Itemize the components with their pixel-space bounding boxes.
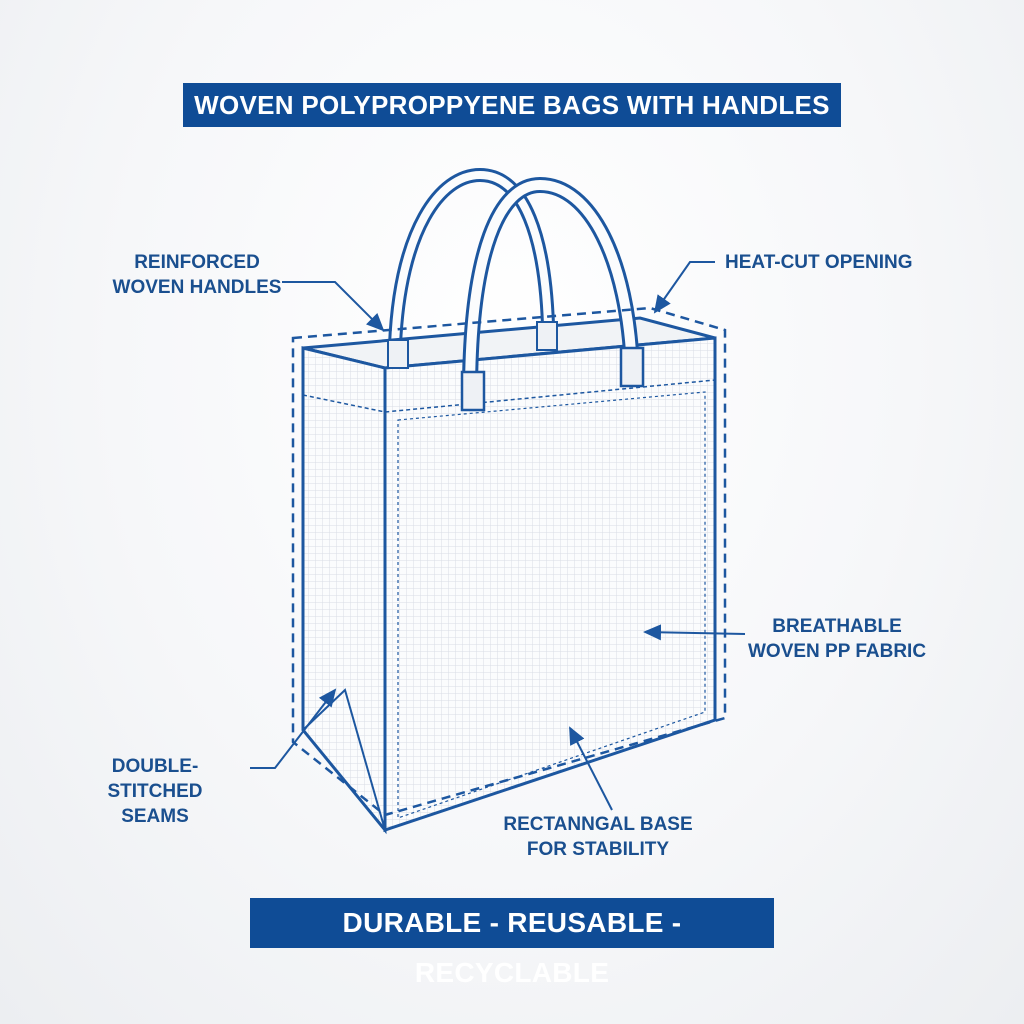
label-line: BREATHABLE — [772, 616, 902, 637]
label-base: RECTANNGAL BASE FOR STABILITY — [500, 812, 696, 862]
label-line: DOUBLE-STITCHED — [107, 756, 203, 802]
side-panel — [301, 346, 387, 835]
footer-banner: DURABLE - REUSABLE - RECYCLABLE — [250, 898, 774, 988]
label-seams: DOUBLE-STITCHED SEAMS — [66, 754, 244, 829]
dashed-outline — [291, 306, 727, 817]
label-opening: HEAT-CUT OPENING — [725, 252, 913, 273]
front-face — [383, 336, 717, 833]
label-line: SEAMS — [121, 806, 189, 827]
label-line: WOVEN HANDLES — [112, 277, 282, 298]
label-line: RECTANNGAL BASE — [503, 814, 693, 835]
label-line: REINFORCED — [134, 252, 260, 273]
label-fabric: BREATHABLE WOVEN PP FABRIC — [748, 614, 926, 664]
label-line: WOVEN PP FABRIC — [748, 641, 927, 662]
label-handles: REINFORCED WOVEN HANDLES — [112, 250, 282, 300]
label-line: FOR STABILITY — [526, 839, 670, 860]
title-banner: WOVEN POLYPROPPYENE BAGS WITH HANDLES — [183, 83, 841, 127]
